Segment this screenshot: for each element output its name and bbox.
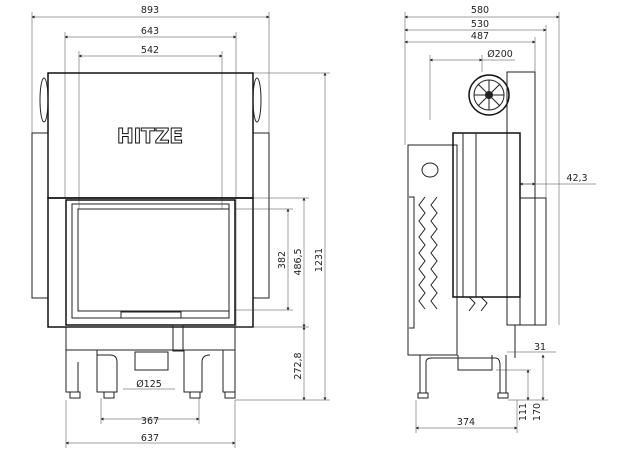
dim-542: 542 bbox=[141, 45, 159, 56]
right-panel bbox=[252, 132, 270, 299]
dim-580: 580 bbox=[471, 5, 489, 16]
base bbox=[65, 326, 236, 351]
dim-170: 170 bbox=[532, 403, 543, 421]
convection-body bbox=[407, 144, 458, 356]
front-view: 893 643 542 HITZE 382 486,5 1231 272,8 bbox=[31, 5, 330, 448]
fan bbox=[468, 74, 510, 116]
dim-31: 31 bbox=[534, 342, 546, 353]
dim-643: 643 bbox=[141, 26, 159, 37]
dim-637: 637 bbox=[141, 433, 159, 444]
side-view: 580 530 487 Ø200 42,3 31 170 111 374 bbox=[404, 5, 596, 433]
dim-367: 367 bbox=[141, 416, 159, 427]
dim-1231: 1231 bbox=[314, 248, 325, 272]
dim-382: 382 bbox=[277, 251, 288, 269]
firebox-body bbox=[47, 197, 254, 328]
dim-486-5: 486,5 bbox=[293, 248, 304, 275]
dim-530: 530 bbox=[471, 19, 489, 30]
dim-374: 374 bbox=[457, 417, 475, 428]
left-panel bbox=[31, 132, 49, 299]
brand-logo: HITZE bbox=[117, 124, 183, 148]
dim-487: 487 bbox=[471, 31, 489, 42]
dim-893: 893 bbox=[141, 5, 159, 16]
dim-diameter-125: Ø125 bbox=[136, 379, 162, 390]
dim-272-8: 272,8 bbox=[293, 352, 304, 379]
glass bbox=[77, 208, 230, 312]
glass-side bbox=[534, 197, 547, 326]
door-frame bbox=[65, 199, 236, 326]
dim-diameter-200: Ø200 bbox=[487, 49, 513, 60]
dim-111: 111 bbox=[518, 403, 529, 421]
dim-42-3: 42,3 bbox=[566, 173, 587, 184]
